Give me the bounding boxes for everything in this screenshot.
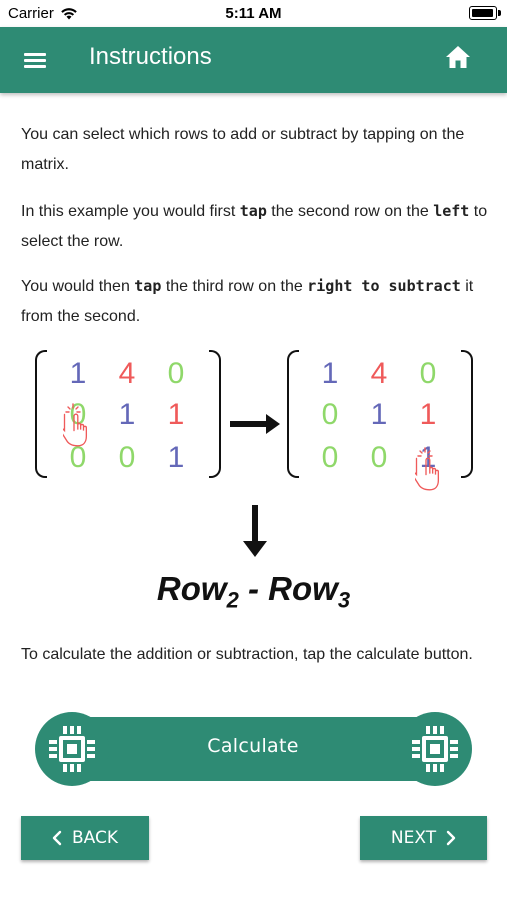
text-segment: You would then (21, 278, 135, 295)
matrix-bracket-right (461, 350, 473, 478)
hamburger-menu-icon[interactable] (20, 47, 50, 73)
calculate-button[interactable]: Calculate (63, 717, 443, 781)
emphasis-text: tap (134, 277, 162, 295)
right-matrix: 1 4 0 0 1 1 0 0 1 (287, 350, 473, 491)
matrix-cell: 4 (370, 357, 388, 390)
matrix-cell: 1 (118, 398, 136, 431)
processor-chip-icon[interactable] (35, 712, 109, 786)
next-button[interactable]: NEXT (360, 816, 487, 860)
formula-operator: - (238, 570, 269, 607)
formula-row-label: Row (268, 570, 338, 607)
emphasis-text: right to subtract (307, 277, 461, 295)
chevron-right-icon (446, 830, 456, 846)
matrix-cell: 0 (370, 441, 388, 474)
emphasis-text: left (433, 202, 470, 220)
left-matrix: 1 4 0 0 1 1 0 0 1 (35, 350, 221, 478)
back-button[interactable]: BACK (21, 816, 149, 860)
formula-subscript: 3 (337, 587, 351, 613)
matrix-cell: 0 (69, 441, 87, 474)
formula-row-label: Row (156, 570, 227, 607)
matrix-cell: 0 (321, 398, 339, 431)
carrier-text: Carrier (8, 5, 54, 22)
matrix-bracket-right (209, 350, 221, 478)
matrix-cell: 1 (167, 441, 185, 474)
calculate-label: Calculate (207, 735, 299, 757)
instruction-paragraph-1: You can select which rows to add or subt… (21, 126, 465, 173)
matrix-bracket-left (287, 350, 299, 478)
matrix-cell: 1 (370, 398, 388, 431)
formula-subscript: 2 (226, 587, 239, 613)
app-bar: Instructions (0, 27, 507, 93)
matrix-cell: 0 (419, 357, 437, 390)
matrix-cell: 0 (167, 357, 185, 390)
matrix-cell: 1 (419, 441, 437, 474)
text-segment: In this example you would first (21, 203, 240, 220)
instruction-paragraph-2: In this example you would first tap the … (21, 196, 491, 257)
battery-icon (469, 6, 501, 20)
matrix-bracket-left (35, 350, 47, 478)
back-label: BACK (71, 828, 118, 848)
matrix-cell: 1 (419, 398, 437, 431)
matrix-cell: 1 (69, 357, 87, 390)
tap-hand-icon (415, 447, 440, 491)
tap-hand-icon (63, 403, 88, 447)
text-segment: the second row on the (266, 203, 434, 220)
clock: 5:11 AM (225, 5, 282, 22)
text-segment: it from the second. (21, 278, 474, 325)
text-segment: the third row on the (161, 278, 308, 295)
chevron-left-icon (52, 830, 62, 846)
text-segment: to select the row. (21, 203, 488, 250)
instruction-paragraph-4: To calculate the addition or subtraction… (21, 646, 473, 663)
home-icon[interactable] (445, 45, 471, 71)
matrix-cell: 1 (321, 357, 339, 390)
arrow-right-icon (230, 414, 280, 434)
emphasis-text: tap (239, 202, 267, 220)
matrix-cell: 1 (167, 398, 185, 431)
matrix-cell: 0 (118, 441, 136, 474)
status-bar: Carrier 5:11 AM (0, 0, 507, 27)
page-title: Instructions (89, 43, 212, 70)
wifi-icon (61, 8, 77, 20)
next-label: NEXT (390, 828, 437, 848)
matrix-cell: 0 (321, 441, 339, 474)
instruction-paragraph-3: You would then tap the third row on the … (21, 271, 491, 332)
arrow-down-icon (243, 505, 267, 557)
matrix-cell: 4 (118, 357, 136, 390)
processor-chip-icon[interactable] (398, 712, 472, 786)
row-operation-formula: Row2 - Row3 (0, 570, 507, 614)
carrier-label: Carrier (8, 5, 78, 22)
